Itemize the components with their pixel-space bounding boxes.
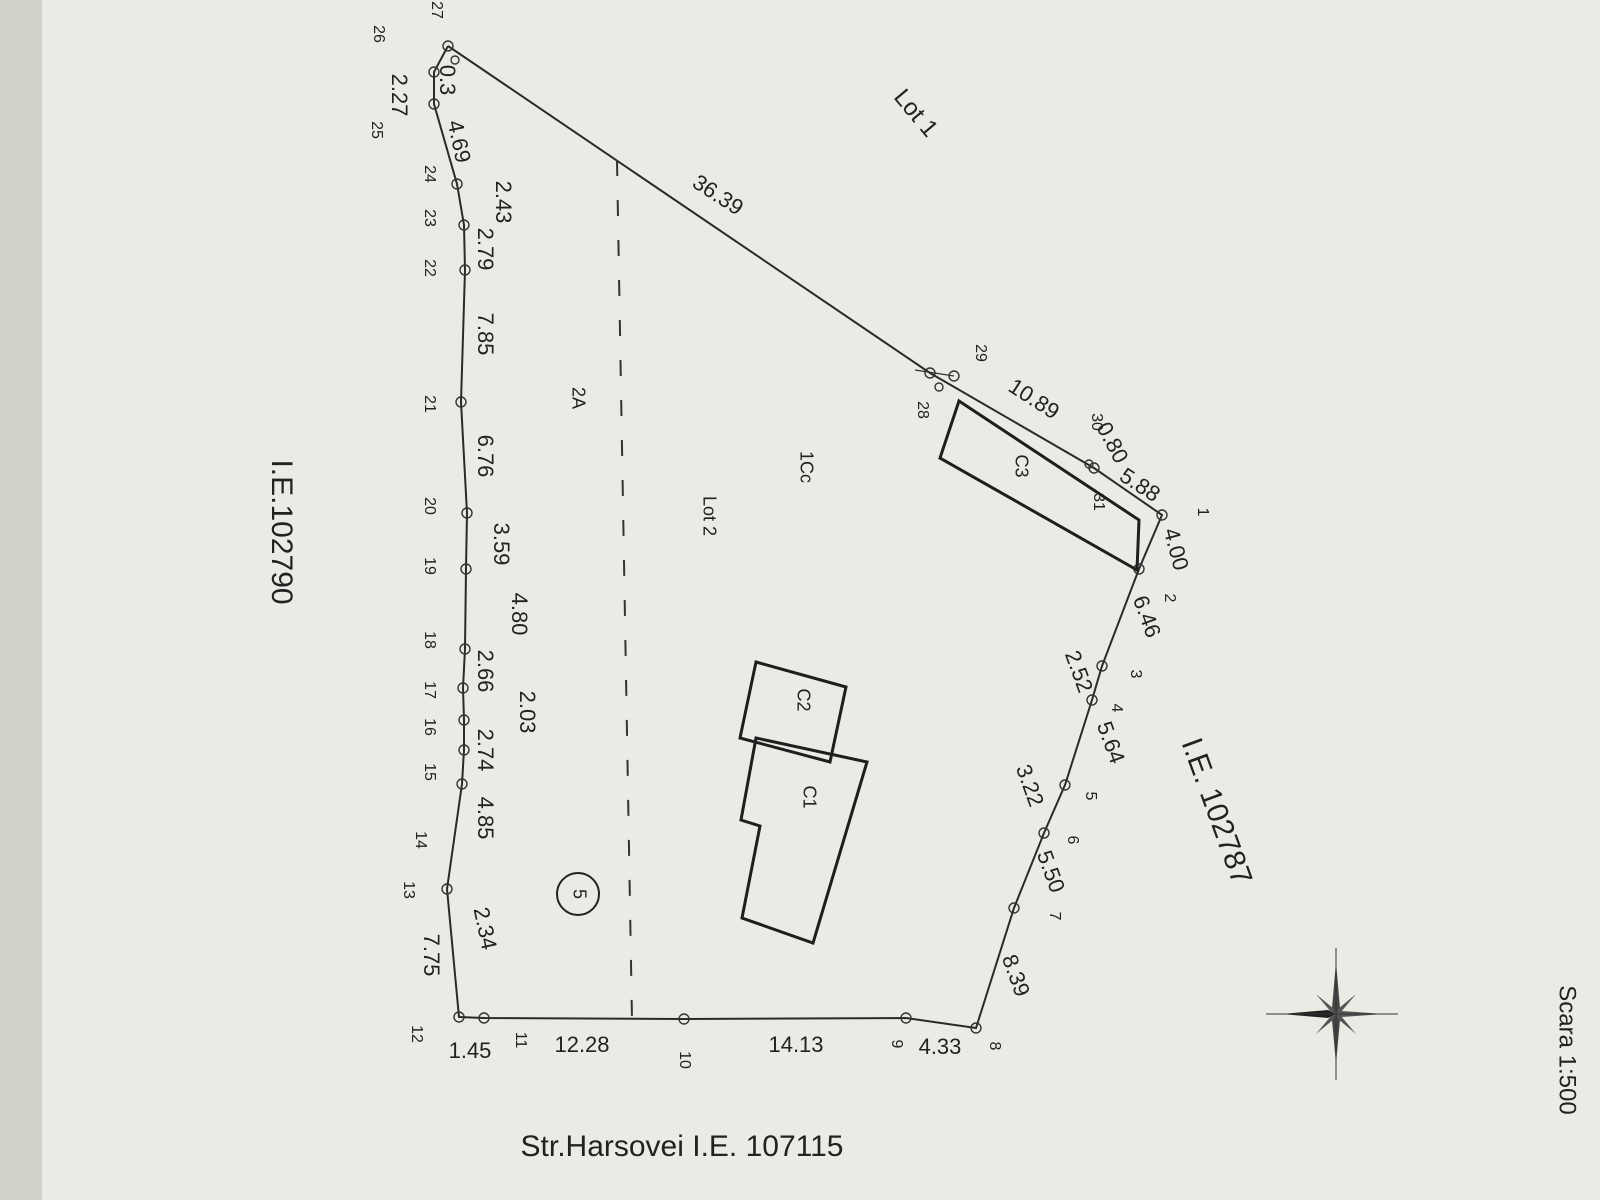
paper-edge: [0, 0, 42, 1200]
len-21-22: 7.85: [473, 313, 498, 356]
len-12-13: 7.75: [419, 934, 444, 977]
len-14-15: 4.85: [473, 797, 498, 840]
len-22-23: 2.79: [473, 228, 498, 271]
pt-16: 16: [421, 718, 438, 736]
len-19-20: 3.59: [489, 523, 514, 566]
pt-28: 28: [914, 401, 931, 419]
len-15-16: 2.74: [473, 729, 498, 772]
pt-27: 27: [428, 1, 445, 19]
pt-6: 6: [1064, 836, 1081, 845]
zone-label-2a: 2A: [568, 387, 588, 409]
parcel-number: 5: [569, 889, 589, 899]
pt-3: 3: [1127, 670, 1144, 679]
len-8-9: 4.33: [919, 1034, 962, 1059]
building-label-c3: C3: [1011, 454, 1031, 477]
pt-2: 2: [1161, 594, 1178, 603]
pt-23: 23: [421, 209, 438, 227]
pt-7: 7: [1046, 912, 1063, 921]
pt-29: 29: [972, 344, 989, 362]
building-c3: [938, 398, 1141, 573]
vertex-markers: [428, 40, 1168, 1034]
lot2-label: Lot 2: [699, 496, 719, 536]
pt-15: 15: [421, 763, 438, 781]
neighbor-left-label: I.E.102790: [265, 459, 298, 604]
paper-sheet: [42, 0, 1600, 1200]
pt-22: 22: [421, 259, 438, 277]
pt-17: 17: [421, 681, 438, 699]
pt-26: 26: [370, 25, 387, 43]
pt-11: 11: [512, 1032, 529, 1049]
pt-10: 10: [676, 1051, 693, 1069]
len-9-10: 14.13: [768, 1032, 823, 1057]
pt-18: 18: [421, 631, 438, 649]
building-label-c2: C2: [793, 688, 813, 711]
pt-21: 21: [421, 395, 438, 413]
pt-14: 14: [412, 831, 429, 849]
pt-13: 13: [400, 881, 417, 899]
pt-30: 30: [1088, 413, 1105, 431]
parcel-number-circle: [556, 872, 600, 916]
building-c2: [738, 660, 848, 764]
pt-25: 25: [368, 121, 385, 139]
pt-4: 4: [1108, 704, 1125, 713]
len-11-12: 1.45: [449, 1038, 492, 1063]
pt-19: 19: [421, 557, 438, 575]
pt-31: 31: [1090, 493, 1107, 511]
len-23-24: 2.43: [491, 181, 516, 224]
pt-24: 24: [421, 165, 438, 183]
pt-20: 20: [421, 497, 438, 515]
pt-12: 12: [408, 1025, 425, 1043]
pt-9: 9: [888, 1040, 905, 1049]
len-10-11: 12.28: [554, 1032, 609, 1057]
pt-8: 8: [986, 1042, 1003, 1051]
building-c1: [739, 736, 869, 945]
pt-5: 5: [1082, 792, 1099, 801]
len-25-26: 2.27: [387, 74, 412, 117]
compass-rose: [1266, 948, 1398, 1080]
pt-1: 1: [1194, 508, 1211, 517]
scale-label: Scara 1:500: [1554, 985, 1581, 1114]
zone-label-1cc: 1Cc: [796, 451, 816, 483]
parcel-boundary: [433, 45, 1164, 1030]
len-26-27: 0.3: [435, 65, 460, 96]
building-label-c1: C1: [799, 785, 819, 808]
len-16-17: 2.03: [515, 691, 540, 734]
len-18-19: 4.80: [507, 593, 532, 636]
vertex-numbers: 1 2 3 4 5 6 7 8 9 10 11 12 13 14 15 16 1…: [368, 1, 1211, 1069]
len-17-18: 2.66: [473, 650, 498, 693]
street-label: Str.Harsovei I.E. 107115: [521, 1130, 844, 1163]
len-20-21: 6.76: [473, 435, 498, 478]
